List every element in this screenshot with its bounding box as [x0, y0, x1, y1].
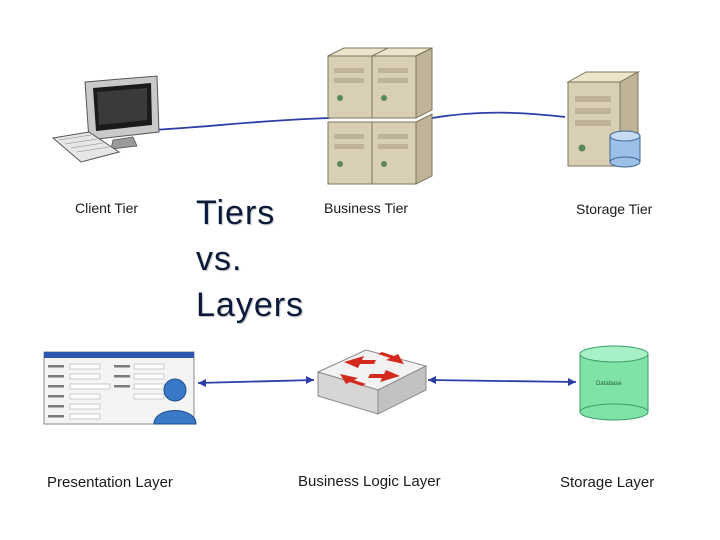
title-line-1: Tiers	[196, 194, 276, 232]
business-logic-layer-label: Business Logic Layer	[298, 473, 441, 490]
title-line-3: Layers	[196, 286, 305, 324]
user-icon	[153, 378, 197, 425]
storage-tier-label: Storage Tier	[576, 201, 653, 217]
connector-client-business	[149, 117, 331, 131]
client-tier-label: Client Tier	[75, 200, 139, 216]
database-cylinder-icon	[609, 130, 641, 168]
network-switch-icon	[316, 349, 428, 415]
switch-arrows-icon	[340, 352, 404, 386]
business-tier-label: Business Tier	[324, 200, 409, 216]
page-title: Tiers vs. Layers	[196, 190, 304, 328]
connector-business-storage	[431, 111, 566, 119]
storage-layer-label: Storage Layer	[560, 474, 655, 491]
connector-presentation-logic	[197, 376, 315, 387]
storage-database-icon	[579, 345, 649, 421]
database-label: Database	[596, 381, 622, 387]
presentation-layer-label: Presentation Layer	[47, 474, 173, 491]
client-computer-icon	[51, 75, 160, 163]
storage-server-icon	[566, 71, 641, 168]
title-line-2: vs.	[196, 240, 243, 278]
business-server-cluster-icon	[327, 47, 433, 185]
connector-logic-storage	[427, 376, 577, 386]
